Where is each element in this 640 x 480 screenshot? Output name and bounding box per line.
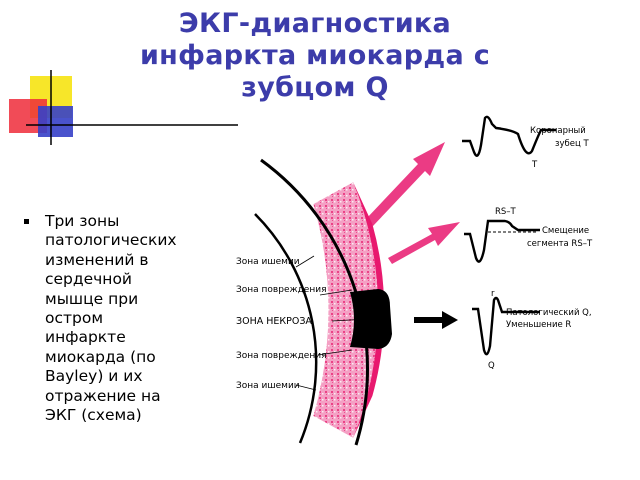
ecg3-r-label: r (491, 289, 495, 299)
bullet-line: изменений в (45, 250, 149, 269)
bullet-line: инфаркте (45, 328, 126, 347)
ecg-trace-rst-shift (464, 219, 540, 263)
pink-arrow-top (366, 142, 445, 226)
outer-arc (260, 158, 369, 446)
ecg1-caption-2: зубец Т (555, 139, 590, 149)
title-line-3: зубцом Q (241, 72, 389, 103)
pink-arrow-middle (388, 222, 460, 264)
bullet-line: остром (45, 309, 104, 328)
injury-zone (353, 182, 385, 438)
title-line-2: инфаркта миокарда с (139, 40, 491, 71)
ecg-trace-coronary-t (462, 115, 556, 157)
bullet-line: патологических (45, 231, 177, 250)
deco-blue-square (38, 106, 73, 137)
label-necrosis: ЗОНА НЕКРОЗА (236, 316, 312, 327)
bullet-line: сердечной (45, 270, 132, 289)
label-injury-top: Зона повреждения (236, 285, 327, 295)
bullet-line: ЭКГ (схема) (45, 406, 142, 425)
bullet-line: мышце при (45, 289, 139, 308)
label-injury-bottom: Зона повреждения (236, 351, 327, 361)
ischemia-zone (313, 182, 379, 438)
label-ischemia-top: Зона ишемии (236, 257, 300, 267)
bullet-line: миокарда (по (45, 347, 156, 366)
leader-ischemia-bottom (295, 384, 317, 391)
leader-injury-bottom (317, 349, 353, 356)
ecg2-caption-1: Смещение (542, 226, 589, 236)
black-arrow (414, 311, 458, 329)
bullet-line: отражение на (45, 386, 161, 405)
ecg1-caption-1: Коронарный (530, 126, 586, 136)
slide-title: ЭКГ-диагностика инфаркта миокарда с зубц… (100, 8, 530, 104)
bullet-line: Bayley) и их (45, 367, 143, 386)
ecg-trace-pathological-q (472, 296, 540, 356)
bullet-marker (24, 219, 29, 224)
leader-injury-top (319, 289, 353, 296)
label-ischemia-bottom: Зона ишемии (236, 381, 300, 391)
bullet-line: Три зоны (45, 212, 120, 230)
bullet-text: Три зоны патологических изменений в серд… (45, 212, 215, 425)
ecg3-wave-label: Q (488, 361, 495, 371)
ecg2-top-label: RS–T (495, 207, 517, 217)
ecg1-wave-label: T (531, 160, 538, 170)
ecg2-caption-2: сегмента RS–T (527, 239, 593, 249)
title-line-1: ЭКГ-диагностика (178, 8, 452, 39)
ecg3-caption-1: Патологический Q, (506, 308, 592, 318)
leader-ischemia-top (295, 255, 315, 268)
leader-necrosis (331, 318, 369, 322)
ecg3-caption-2: Уменьшение R (506, 320, 571, 330)
inner-arc (254, 213, 318, 444)
